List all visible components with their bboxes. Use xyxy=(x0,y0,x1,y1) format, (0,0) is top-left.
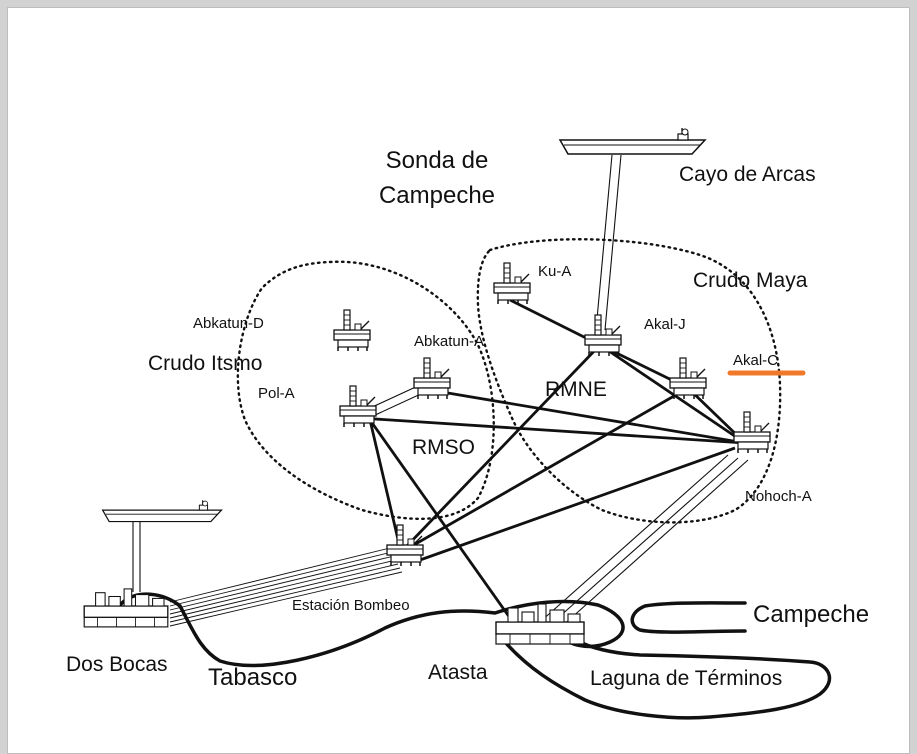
region-label-crudo-maya: Crudo Maya xyxy=(693,269,808,292)
label-campeche: Campeche xyxy=(753,601,869,628)
label-laguna-de-terminos: Laguna de Términos xyxy=(590,667,782,690)
label-abkatun-a: Abkatun-A xyxy=(414,333,484,350)
label-cayo-de-arcas: Cayo de Arcas xyxy=(679,163,816,186)
label-abkatun-d: Abkatun-D xyxy=(193,315,264,332)
crudo-itsmo-region xyxy=(236,260,495,520)
title-line-2: Campeche xyxy=(379,182,495,209)
abkatun-a-platform-icon xyxy=(413,357,451,400)
pipelines xyxy=(359,298,746,626)
region-label-crudo-itsmo: Crudo Itsmo xyxy=(148,352,262,375)
campeche-shore xyxy=(630,601,747,634)
label-atasta: Atasta xyxy=(428,661,488,684)
label-dos-bocas: Dos Bocas xyxy=(66,653,168,676)
label-akal-c: Akal-C xyxy=(733,352,778,369)
crudo-maya-region xyxy=(476,238,782,524)
akal-j-platform-icon xyxy=(584,314,622,357)
label-pol-a: Pol-A xyxy=(258,385,295,402)
label-ku-a: Ku-A xyxy=(538,263,571,280)
laguna-shore xyxy=(503,638,832,720)
striped-sealine xyxy=(169,547,403,627)
dos-bocas-ship-icon xyxy=(101,499,223,523)
title-line-1: Sonda de xyxy=(386,147,489,174)
estacion-bombeo-platform-icon xyxy=(386,524,424,567)
label-rmso: RMSO xyxy=(412,436,475,459)
pol-a-platform-icon xyxy=(339,385,377,428)
abkatun-d-platform-icon xyxy=(333,309,371,352)
label-nohoch-a: Nohoch-A xyxy=(745,488,812,505)
akal-c-platform-icon xyxy=(669,357,707,400)
cayo-de-arcas-ship-icon xyxy=(559,127,706,155)
label-rmne: RMNE xyxy=(545,378,607,401)
label-estacion-bombeo: Estación Bombeo xyxy=(292,597,410,614)
atasta-terminal-icon xyxy=(495,603,585,645)
label-akal-j: Akal-J xyxy=(644,316,686,333)
label-tabasco: Tabasco xyxy=(208,664,297,691)
nohoch-a-platform-icon xyxy=(733,411,771,454)
ku-a-platform-icon xyxy=(493,262,531,305)
